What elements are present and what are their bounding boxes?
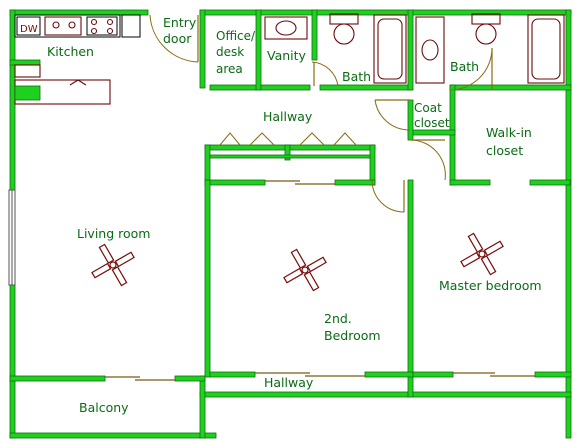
windows xyxy=(8,180,535,381)
entry-door-label-1: Entry xyxy=(163,15,197,30)
bath-1-label: Bath xyxy=(342,69,371,84)
second-bedroom-label-2: Bedroom xyxy=(324,328,381,343)
kitchen-fixtures: DW xyxy=(14,14,141,105)
bedroom-fan-icon xyxy=(283,248,327,292)
second-bedroom-label-1: 2nd. xyxy=(324,311,352,326)
living-room-fan-icon xyxy=(91,243,135,287)
hallway-top-label: Hallway xyxy=(263,109,313,124)
doors xyxy=(149,14,493,213)
walk-in-closet-label-1: Walk-in xyxy=(486,125,532,140)
master-bedroom-label: Master bedroom xyxy=(439,278,542,293)
bath-fixtures xyxy=(264,13,565,84)
walls xyxy=(9,9,572,439)
office-label-2: desk xyxy=(216,45,244,59)
hallway-bottom-label: Hallway xyxy=(264,375,314,390)
kitchen-label: Kitchen xyxy=(47,44,94,59)
entry-door-label-2: door xyxy=(163,31,192,46)
office-label-3: area xyxy=(216,62,243,76)
coat-closet-label-2: closet xyxy=(414,116,450,130)
bath-2-label: Bath xyxy=(450,59,479,74)
office-label-1: Office/ xyxy=(216,29,256,43)
coat-closet-label-1: Coat xyxy=(414,101,442,115)
balcony-label: Balcony xyxy=(79,400,129,415)
walk-in-closet-label-2: closet xyxy=(486,143,523,158)
master-bedroom-fan-icon xyxy=(460,232,504,276)
vanity-label: Vanity xyxy=(267,48,307,63)
dishwasher-label: DW xyxy=(20,24,38,35)
living-room-label: Living room xyxy=(77,226,150,241)
room-labels: Kitchen Entry door Office/ desk area Van… xyxy=(47,15,542,415)
